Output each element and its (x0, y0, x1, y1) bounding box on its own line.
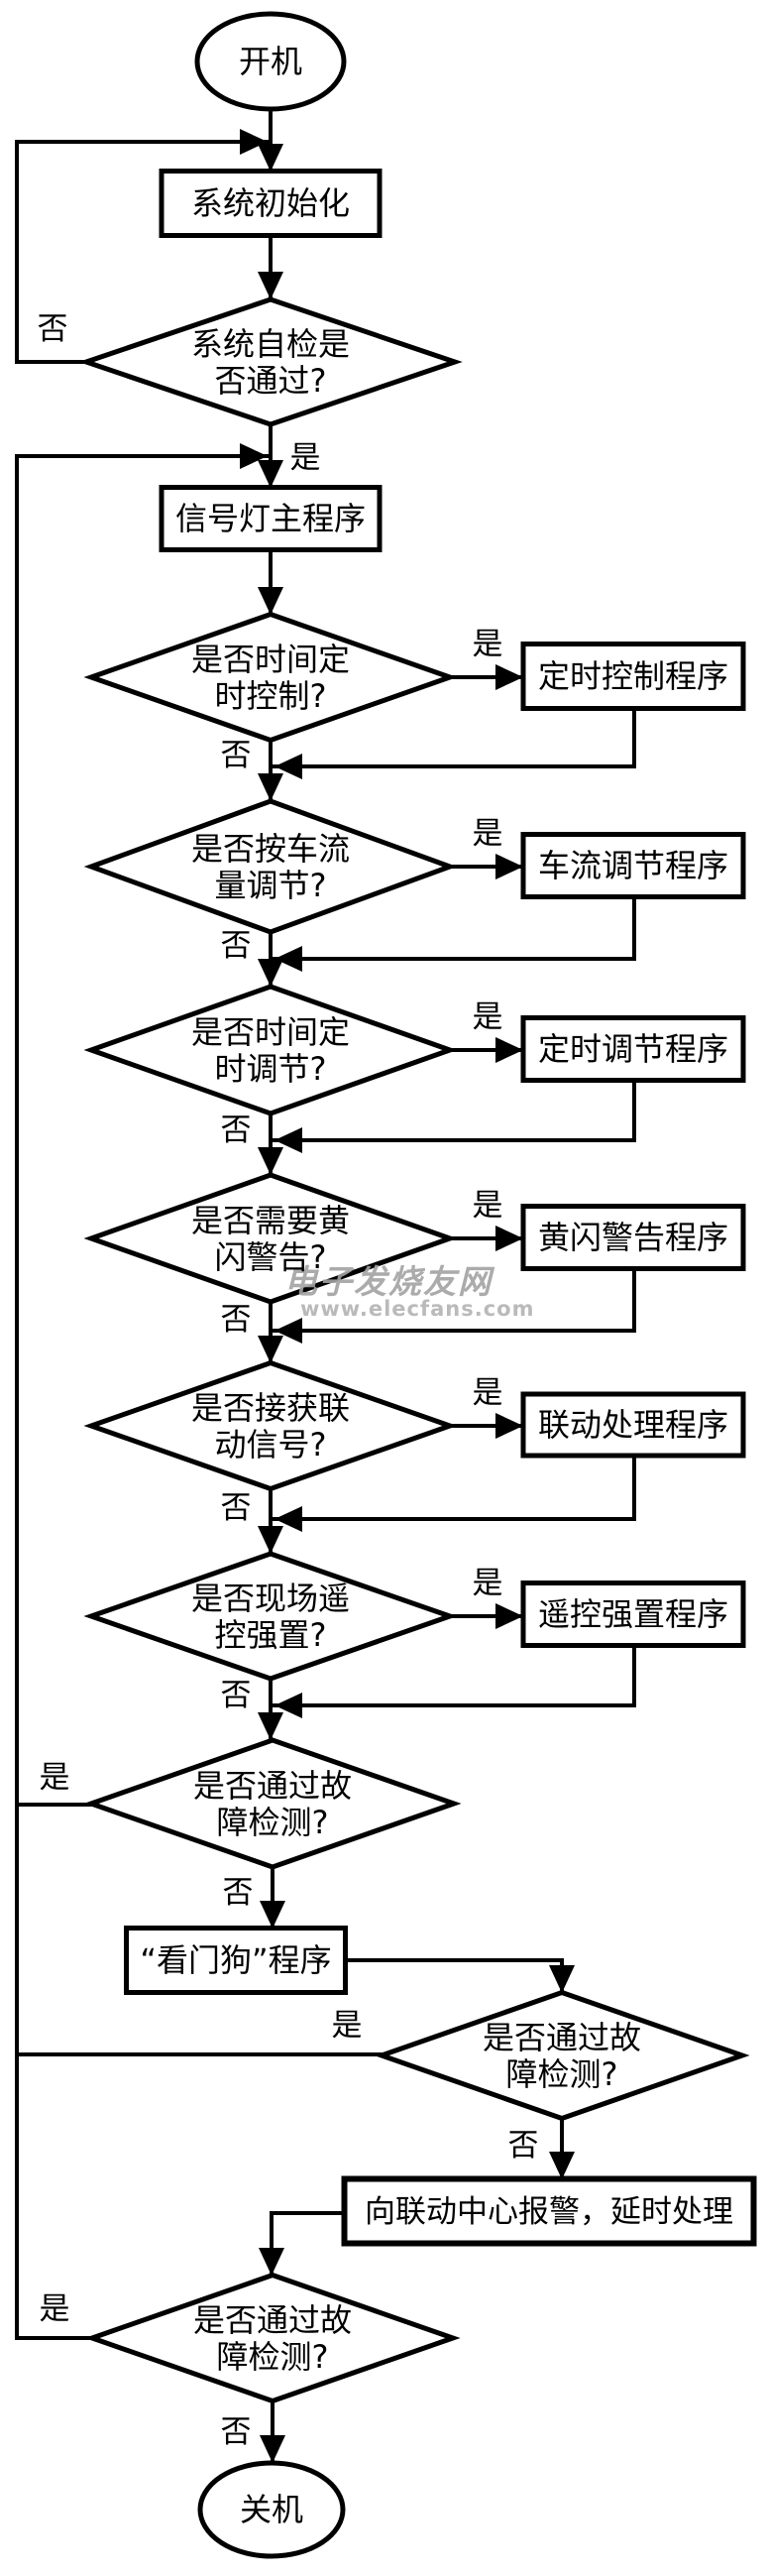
label-d7-no: 否 (221, 1678, 252, 1713)
node-end-label: 关机 (240, 2491, 303, 2528)
node-d-remote-label: 是否现场遥控强置? (191, 1580, 350, 1654)
arrowhead-r7-return (274, 1693, 302, 1718)
node-r-timeradj-rect (520, 1015, 746, 1083)
label-d2-no: 否 (221, 738, 252, 773)
node-d-linkage-label: 是否接获联动信号? (191, 1389, 350, 1464)
label-d3-no: 否 (221, 928, 252, 964)
label-selfcheck-no: 否 (38, 311, 68, 347)
label-d10-yes: 是 (40, 2291, 70, 2327)
node-selfcheck-label: 系统自检是否通过? (191, 325, 350, 400)
node-alarm-label: 向联动中心报警，延时处理 (365, 2194, 733, 2230)
label-selfcheck-yes: 是 (290, 440, 321, 476)
node-r-timeradj-label: 定时调节程序 (538, 1030, 728, 1068)
node-init-rect (159, 169, 383, 238)
node-alarm-rect (341, 2175, 757, 2247)
arrowhead-d6-no-down (258, 1526, 283, 1554)
node-d-fault3-label: 是否通过故障检测? (193, 2301, 352, 2376)
label-d4-no: 否 (221, 1112, 252, 1148)
arrowhead-d3-yes (495, 854, 523, 879)
arrowhead-r5-return (274, 1318, 302, 1344)
arrowhead-d6-yes (495, 1413, 523, 1439)
arrowhead-init-to-selfcheck (258, 272, 283, 299)
label-d9-no: 否 (508, 2128, 539, 2164)
edge-watchdog-to-d9 (343, 1958, 564, 1995)
edge-r7-return (273, 1644, 636, 1707)
node-init-label: 系统初始化 (191, 184, 350, 222)
arrowhead-r6-return (274, 1506, 302, 1532)
edge-alarm-to-d10 (270, 2211, 346, 2278)
node-r-carflow-label: 车流调节程序 (538, 847, 728, 884)
arrowhead-main-to-d2 (258, 587, 283, 615)
edge-r2-return (273, 707, 636, 768)
arrowhead-d2-no-down (258, 773, 283, 801)
arrowhead-loopback-entry (240, 443, 268, 469)
node-start-label: 开机 (239, 43, 302, 80)
arrowhead-alarm-to-d10 (259, 2248, 284, 2276)
watermark-brand-text: 电子发烧友网 (284, 1262, 495, 1301)
node-shapes-layer (78, 11, 757, 2559)
arrowhead-r3-return (274, 946, 302, 972)
node-r-yellow-label: 黄闪警告程序 (538, 1219, 728, 1256)
label-d4-yes: 是 (473, 999, 503, 1035)
arrowhead-watchdog-to-d9 (549, 1965, 575, 1993)
arrowhead-d4-no-down (258, 1147, 283, 1175)
node-d-carflow-label: 是否按车流量调节? (191, 830, 350, 904)
node-r-carflow-rect (520, 832, 746, 899)
arrowhead-d5-yes (495, 1226, 523, 1251)
node-r-timerctl-label: 定时控制程序 (538, 657, 728, 695)
node-d-timerctl-label: 是否时间定时控制? (191, 641, 350, 715)
label-d8-no: 否 (223, 1875, 254, 1911)
edge-r6-return (273, 1454, 636, 1521)
node-d-fault1-label: 是否通过故障检测? (193, 1767, 352, 1841)
edge-r4-return (273, 1079, 636, 1142)
arrowhead-d7-yes (495, 1603, 523, 1629)
label-d6-no: 否 (221, 1490, 252, 1526)
edge-r5-return (273, 1267, 636, 1333)
label-d3-yes: 是 (473, 816, 503, 852)
watermark-url-text: www.elecfans.com (300, 1297, 534, 1321)
node-mainprog-label: 信号灯主程序 (175, 500, 366, 537)
arrowhead-d2-yes (495, 664, 523, 690)
arrowhead-d3-no-down (258, 959, 283, 987)
arrowhead-start-to-init (258, 144, 283, 172)
arrowhead-r4-return (274, 1127, 302, 1153)
node-d-timeradj-label: 是否时间定时调节? (191, 1013, 350, 1088)
arrowhead-d4-yes (495, 1037, 523, 1063)
node-d-fault2-label: 是否通过故障检测? (483, 2019, 641, 2093)
edge-r3-return (273, 895, 636, 961)
arrowhead-d8-no-down (260, 1901, 285, 1929)
label-d7-yes: 是 (473, 1566, 503, 1601)
arrowhead-selfcheck-yes-down (258, 460, 283, 488)
node-watchdog-rect (124, 1926, 348, 1995)
arrowhead-selfcheck-no-loop (240, 129, 268, 155)
arrowhead-d9-no-down (549, 2152, 575, 2179)
arrowhead-d7-no-down (258, 1712, 283, 1740)
edge-selfcheck-no-loop (15, 140, 270, 364)
label-d9-yes: 是 (332, 2008, 363, 2044)
arrowhead-d5-no-down (258, 1336, 283, 1363)
label-d5-no: 否 (221, 1302, 252, 1338)
node-d-yellow-label: 是否需要黄闪警告? (191, 1202, 350, 1276)
label-d5-yes: 是 (473, 1188, 503, 1224)
label-d2-yes: 是 (473, 627, 503, 662)
node-r-linkage-label: 联动处理程序 (538, 1406, 728, 1444)
label-d10-no: 否 (221, 2414, 252, 2450)
label-d8-yes: 是 (40, 1760, 70, 1796)
edges-layer (15, 107, 636, 2465)
arrowhead-d10-no-down (260, 2435, 285, 2463)
node-r-remote-label: 遥控强置程序 (538, 1595, 728, 1633)
arrowhead-r2-return (274, 754, 302, 779)
node-r-linkage-rect (520, 1391, 746, 1459)
label-d6-yes: 是 (473, 1375, 503, 1411)
node-watchdog-label: “看门狗”程序 (140, 1941, 331, 1979)
